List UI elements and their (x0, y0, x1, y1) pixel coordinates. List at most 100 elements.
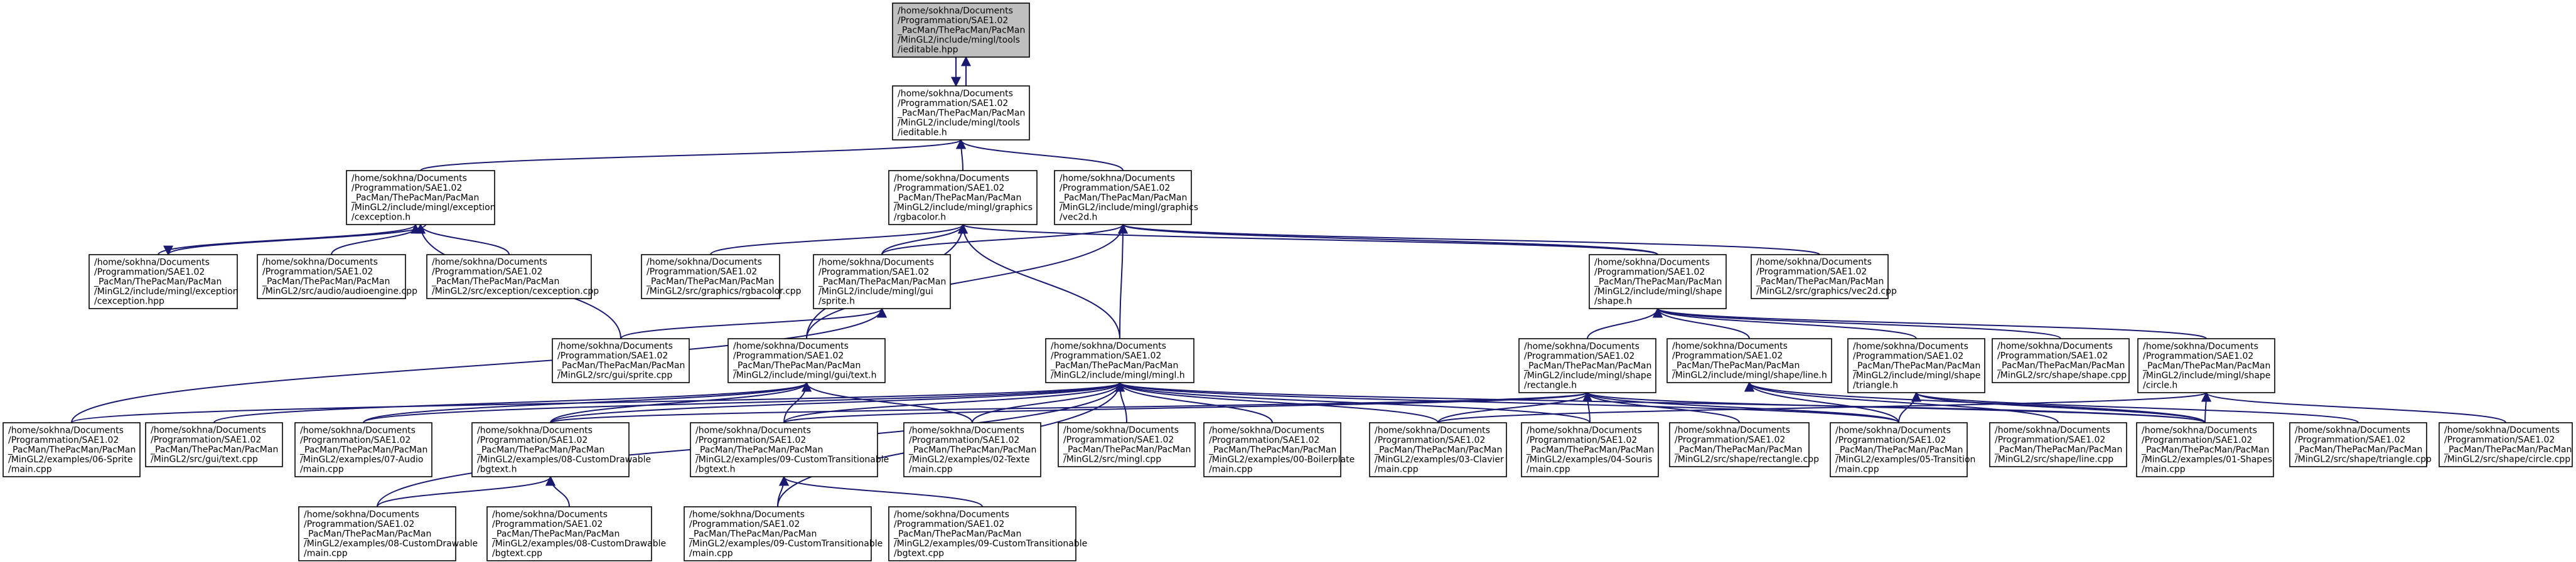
edge-vec2d_h-gui_text_h (806, 223, 1128, 339)
node-label-line: /MinGL2/include/mingl/shape (1524, 371, 1651, 381)
node-ex08-bgtext-cpp[interactable]: /home/sokhna/Documents/Programmation/SAE… (486, 506, 666, 561)
node-box (684, 506, 872, 561)
node-label-line: /MinGL2/src/graphics/rgbacolor.cpp (647, 287, 802, 297)
node-ex07-main[interactable]: /home/sokhna/Documents/Programmation/SAE… (294, 422, 432, 477)
node-ex01-main[interactable]: /home/sokhna/Documents/Programmation/SAE… (2136, 422, 2274, 477)
node-label-line: /home/sokhna/Documents (262, 257, 378, 267)
node-label-line: /MinGL2/examples/08-CustomDrawable (492, 539, 666, 549)
node-label-line: /cexception.h (352, 212, 411, 222)
node-shape-cpp[interactable]: /home/sokhna/Documents/Programmation/SAE… (1992, 338, 2130, 383)
node-label-line: /home/sokhna/Documents (2142, 425, 2257, 435)
node-label-line: /home/sokhna/Documents (1063, 425, 1179, 435)
node-circle-cpp[interactable]: /home/sokhna/Documents/Programmation/SAE… (2439, 422, 2573, 467)
node-label-line: /vec2d.h (1060, 212, 1097, 222)
node-label-line: /home/sokhna/Documents (300, 425, 416, 435)
node-box (690, 422, 878, 477)
node-box (1203, 422, 1341, 477)
node-vec2d-cpp[interactable]: /home/sokhna/Documents/Programmation/SAE… (1751, 254, 1897, 299)
edge-rectangle_h-ex05_main (1582, 391, 1899, 423)
node-box (1666, 338, 1832, 383)
node-ex00-main[interactable]: /home/sokhna/Documents/Programmation/SAE… (1203, 422, 1355, 477)
node-rgbacolor-cpp[interactable]: /home/sokhna/Documents/Programmation/SAE… (641, 254, 802, 299)
node-triangle-h[interactable]: /home/sokhna/Documents/Programmation/SAE… (1847, 338, 1985, 393)
node-label-line: /home/sokhna/Documents (647, 257, 762, 267)
node-label-line: /Programmation/SAE1.02 (1051, 351, 1161, 361)
node-label-line: /Programmation/SAE1.02 (2142, 435, 2252, 445)
node-label-line: _PacMan/ThePacMan/PacMan (491, 529, 620, 539)
node-rgbacolor-h[interactable]: /home/sokhna/Documents/Programmation/SAE… (888, 170, 1038, 225)
node-vec2d-h[interactable]: /home/sokhna/Documents/Programmation/SAE… (1054, 170, 1198, 225)
node-label-line: /MinGL2/examples/09-CustomTransitionable (894, 539, 1087, 549)
node-label-line: /Programmation/SAE1.02 (1594, 267, 1705, 277)
node-ex09-bgtext-h[interactable]: /home/sokhna/Documents/Programmation/SAE… (690, 422, 889, 477)
node-label-line: _PacMan/ThePacMan/PacMan (1756, 277, 1884, 287)
edge-ex08_bgtext_h-ex08_main (377, 475, 555, 507)
node-cexception-cpp[interactable]: /home/sokhna/Documents/Programmation/SAE… (426, 254, 599, 299)
node-cexception-h[interactable]: /home/sokhna/Documents/Programmation/SAE… (346, 170, 496, 225)
edge-line_h-line_cpp (1744, 381, 2059, 423)
node-label-line: /Programmation/SAE1.02 (894, 183, 1004, 193)
node-label-line: _PacMan/ThePacMan/PacMan (1063, 445, 1191, 455)
node-ex05-main[interactable]: /home/sokhna/Documents/Programmation/SAE… (1830, 422, 1975, 477)
node-box (257, 254, 406, 299)
node-audioengine-cpp[interactable]: /home/sokhna/Documents/Programmation/SAE… (257, 254, 417, 299)
node-label-line: /MinGL2/include/mingl/gui (818, 287, 933, 297)
node-label-line: /MinGL2/include/mingl/tools (898, 35, 1020, 45)
node-label-line: _PacMan/ThePacMan/PacMan (1672, 361, 1800, 371)
node-mingl-h[interactable]: /home/sokhna/Documents/Programmation/SAE… (1045, 338, 1194, 383)
node-ex08-bgtext-h[interactable]: /home/sokhna/Documents/Programmation/SAE… (471, 422, 651, 477)
node-triangle-cpp[interactable]: /home/sokhna/Documents/Programmation/SAE… (2289, 422, 2432, 467)
node-label-line: /home/sokhna/Documents (8, 425, 124, 435)
node-ex09-main[interactable]: /home/sokhna/Documents/Programmation/SAE… (684, 506, 883, 561)
node-label-line: _PacMan/ThePacMan/PacMan (1526, 445, 1654, 455)
node-label-line: /home/sokhna/Documents (689, 509, 805, 519)
node-sprite-h[interactable]: /home/sokhna/Documents/Programmation/SAE… (813, 254, 951, 309)
node-label-line: /Programmation/SAE1.02 (1675, 435, 1785, 445)
node-cexception-hpp[interactable]: /home/sokhna/Documents/Programmation/SAE… (89, 254, 239, 309)
node-ex06-main[interactable]: /home/sokhna/Documents/Programmation/SAE… (3, 422, 141, 477)
node-ex02-main[interactable]: /home/sokhna/Documents/Programmation/SAE… (903, 422, 1041, 477)
node-label-line: /Programmation/SAE1.02 (1524, 351, 1634, 361)
node-box (903, 422, 1041, 477)
node-label-line: /MinGL2/src/shape/shape.cpp (1997, 371, 2127, 381)
node-label-line: /MinGL2/src/shape/triangle.cpp (2295, 455, 2432, 465)
node-box (888, 506, 1076, 561)
node-label-line: /main.cpp (1209, 464, 1253, 474)
node-ex04-main[interactable]: /home/sokhna/Documents/Programmation/SAE… (1521, 422, 1659, 477)
node-gui-text-h[interactable]: /home/sokhna/Documents/Programmation/SAE… (727, 338, 886, 383)
node-label-line: /main.cpp (300, 464, 344, 474)
node-label-line: /circle.h (2143, 380, 2177, 390)
node-circle-h[interactable]: /home/sokhna/Documents/Programmation/SAE… (2137, 338, 2275, 393)
node-box (2289, 422, 2427, 467)
node-gui-text-cpp[interactable]: /home/sokhna/Documents/Programmation/SAE… (145, 422, 283, 467)
node-label-line: /Programmation/SAE1.02 (1375, 435, 1485, 445)
node-mingl-cpp[interactable]: /home/sokhna/Documents/Programmation/SAE… (1058, 422, 1196, 467)
node-editable-h[interactable]: /home/sokhna/Documents/Programmation/SAE… (892, 85, 1030, 140)
node-shape-h[interactable]: /home/sokhna/Documents/Programmation/SAE… (1589, 254, 1727, 309)
node-label-line: /home/sokhna/Documents (1051, 341, 1166, 351)
node-box (1751, 254, 1889, 299)
edge-mingl_h-ex06_main (71, 381, 1125, 423)
node-label-line: _PacMan/ThePacMan/PacMan (94, 277, 222, 287)
node-ex08-main[interactable]: /home/sokhna/Documents/Programmation/SAE… (298, 506, 478, 561)
edge-rectangle_h-rectangle_cpp (1582, 391, 1740, 423)
node-line-cpp[interactable]: /home/sokhna/Documents/Programmation/SAE… (1989, 422, 2127, 467)
edge-mingl_h-ex08_bgtext_h (550, 381, 1125, 423)
node-rectangle-h[interactable]: /home/sokhna/Documents/Programmation/SAE… (1518, 338, 1656, 393)
node-box (2439, 422, 2573, 467)
node-editable-hpp: /home/sokhna/Documents/Programmation/SAE… (892, 3, 1030, 58)
node-ex03-main[interactable]: /home/sokhna/Documents/Programmation/SAE… (1369, 422, 1507, 477)
node-sprite-cpp[interactable]: /home/sokhna/Documents/Programmation/SAE… (552, 338, 690, 383)
node-label-line: /Programmation/SAE1.02 (151, 435, 261, 445)
edge-editable_h-vec2d_h (956, 139, 1124, 171)
edge-rectangle_h-ex08_bgtext_h (550, 391, 1592, 423)
node-ex09-bgtext-cpp[interactable]: /home/sokhna/Documents/Programmation/SAE… (888, 506, 1087, 561)
node-rectangle-cpp[interactable]: /home/sokhna/Documents/Programmation/SAE… (1669, 422, 1819, 467)
node-label-line: /home/sokhna/Documents (894, 509, 1009, 519)
node-line-h[interactable]: /home/sokhna/Documents/Programmation/SAE… (1666, 338, 1832, 383)
node-label-line: /Programmation/SAE1.02 (898, 16, 1008, 26)
edge-shape_h-circle_h (1653, 307, 2207, 339)
node-label-line: /main.cpp (8, 464, 52, 474)
node-label-line: /MinGL2/examples/04-Souris (1527, 455, 1652, 465)
